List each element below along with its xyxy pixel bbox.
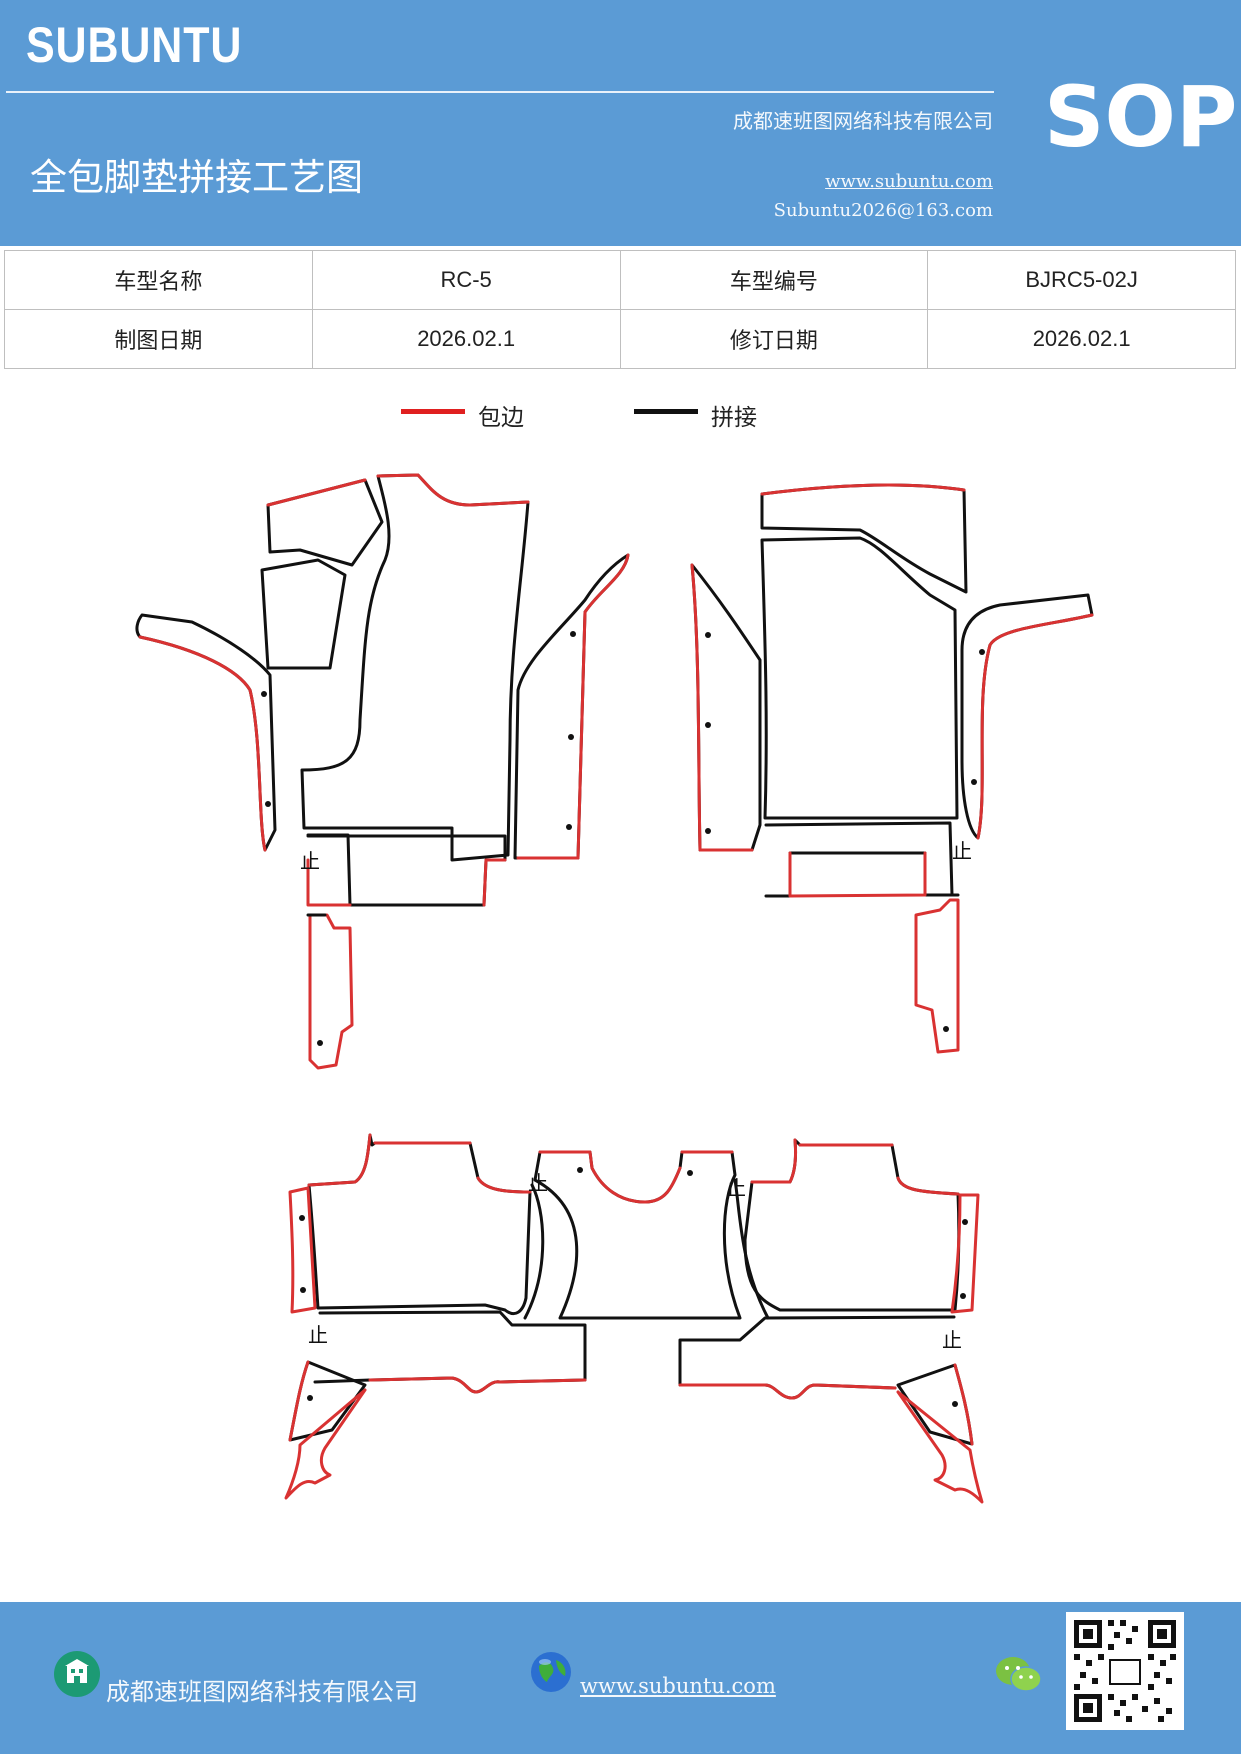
rivet-dot <box>952 1401 958 1407</box>
piece-outline <box>533 1150 742 1320</box>
legend-swatch-black <box>634 409 698 414</box>
cell-model-name-value: RC-5 <box>311 250 621 310</box>
piece-outline <box>308 913 354 1070</box>
rivet-dot <box>577 1167 583 1173</box>
edge-binding <box>750 1138 960 1196</box>
floor-mat-pattern-diagram: 止 止 <box>135 473 1094 1504</box>
sop-badge: SOP <box>1044 68 1238 166</box>
header-email: Subuntu2026@163.com <box>773 200 993 221</box>
piece-outline <box>690 563 762 852</box>
brand-logo: SUBUNTU <box>26 17 243 73</box>
table-row: 制图日期 2026.02.1 修订日期 2026.02.1 <box>4 309 1236 369</box>
header-divider <box>6 91 994 93</box>
globe-icon <box>529 1650 573 1694</box>
edge-binding <box>690 563 754 852</box>
legend-swatch-red <box>401 409 465 414</box>
piece-outline <box>743 1138 961 1312</box>
cell-revision-date-value: 2026.02.1 <box>927 309 1236 369</box>
rivet-dot <box>317 1040 323 1046</box>
header-company: 成都速班图网络科技有限公司 <box>733 109 993 133</box>
edge-binding <box>953 1363 974 1446</box>
cell-model-name-label: 车型名称 <box>4 250 313 310</box>
piece-outline <box>300 473 530 862</box>
seam <box>733 1178 770 1320</box>
cell-model-code-value: BJRC5-02J <box>927 250 1236 310</box>
legend-label-edge-binding: 包边 <box>478 405 524 431</box>
piece-outline <box>896 1390 984 1504</box>
edge-binding <box>678 1383 897 1400</box>
rivet-dot <box>261 691 267 697</box>
piece-outline <box>284 1388 367 1500</box>
front-left-mat: 止 <box>135 473 630 1070</box>
front-right-mat: 止 <box>690 483 1094 1054</box>
piece-outline <box>306 833 507 907</box>
rivet-dot <box>960 1293 966 1299</box>
rivet-dot <box>300 1287 306 1293</box>
piece-outline <box>260 558 347 670</box>
rivet-dot <box>687 1170 693 1176</box>
rivet-dot <box>962 1219 968 1225</box>
marker-glyph: 止 <box>952 839 972 863</box>
edge-binding <box>138 635 267 852</box>
qr-code <box>1066 1612 1184 1730</box>
rivet-dot <box>566 824 572 830</box>
piece-outline <box>135 613 277 852</box>
cell-draw-date-label: 制图日期 <box>4 309 313 369</box>
edge-binding <box>368 1376 587 1394</box>
rivet-dot <box>705 632 711 638</box>
rear-mat: 止 止 止 止 <box>284 1133 984 1504</box>
edge-binding <box>288 1360 310 1442</box>
edge-binding <box>538 1150 734 1204</box>
header-banner: SUBUNTU 成都速班图网络科技有限公司 全包脚垫拼接工艺图 www.subu… <box>0 0 1241 246</box>
edge-binding <box>306 858 507 907</box>
piece-outline <box>950 1193 980 1314</box>
rivet-dot <box>971 779 977 785</box>
header-website-link[interactable]: www.subuntu.com <box>825 171 993 192</box>
rivet-dot <box>307 1395 313 1401</box>
edge-binding <box>376 473 530 507</box>
marker-glyph: 止 <box>308 1323 328 1347</box>
piece-outline <box>760 536 959 820</box>
footer-banner: 成都速班图网络科技有限公司 www.subuntu.com <box>0 1602 1241 1754</box>
rivet-dot <box>265 801 271 807</box>
piece-outline <box>307 1133 532 1315</box>
rivet-dot <box>570 631 576 637</box>
table-row: 车型名称 RC-5 车型编号 BJRC5-02J <box>4 250 1236 310</box>
cell-draw-date-value: 2026.02.1 <box>311 309 621 369</box>
info-table: 车型名称 RC-5 车型编号 BJRC5-02J 制图日期 2026.02.1 … <box>4 250 1236 369</box>
piece-outline <box>896 1363 974 1446</box>
rivet-dot <box>943 1026 949 1032</box>
piece-outline <box>266 478 384 567</box>
footer-website-link[interactable]: www.subuntu.com <box>580 1674 776 1698</box>
edge-binding <box>266 478 367 507</box>
marker-glyph: 止 <box>300 849 320 873</box>
document-title: 全包脚垫拼接工艺图 <box>30 156 363 199</box>
rivet-dot <box>705 722 711 728</box>
legend-label-seam: 拼接 <box>711 405 757 431</box>
edge-binding <box>516 553 630 860</box>
building-icon <box>54 1651 100 1697</box>
marker-glyph: 止 <box>942 1328 962 1352</box>
cell-model-code-label: 车型编号 <box>619 250 929 310</box>
rivet-dot <box>568 734 574 740</box>
edge-binding <box>760 483 966 496</box>
marker-glyph: 止 <box>726 1176 746 1200</box>
rivet-dot <box>979 649 985 655</box>
seam <box>523 1183 545 1320</box>
piece-outline <box>513 553 630 860</box>
cell-revision-date-label: 修订日期 <box>619 309 929 369</box>
piece-outline <box>288 1186 317 1314</box>
rivet-dot <box>705 828 711 834</box>
footer-company: 成都速班图网络科技有限公司 <box>106 1678 418 1706</box>
wechat-icon[interactable] <box>994 1654 1044 1696</box>
rivet-dot <box>299 1215 305 1221</box>
marker-glyph: 止 <box>528 1171 548 1195</box>
edge-binding <box>788 851 927 898</box>
edge-binding <box>976 613 1094 840</box>
piece-outline <box>914 898 960 1054</box>
edge-binding <box>307 1133 532 1194</box>
